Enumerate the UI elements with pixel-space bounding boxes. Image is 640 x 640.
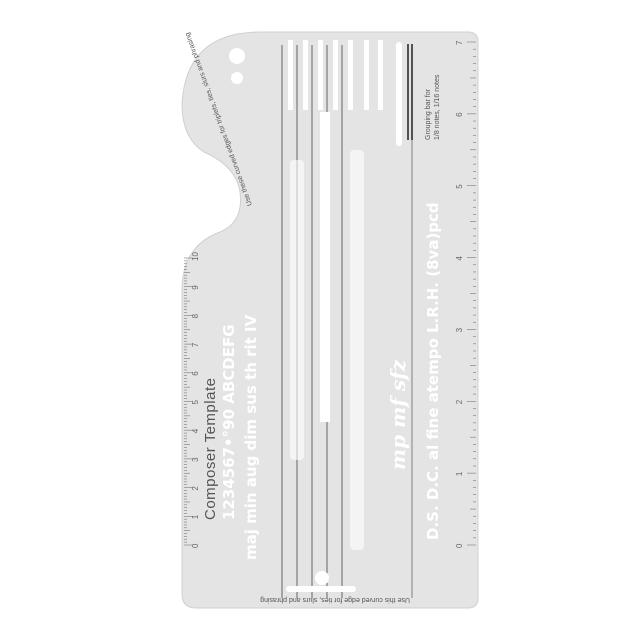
ruler-number: 7 [455,40,464,45]
ruler-number: 4 [191,428,200,433]
ruler-number: 10 [191,252,200,261]
ruler-number: 4 [455,256,464,261]
ruler-number: 5 [455,184,464,189]
ruler-number: 5 [191,400,200,405]
ruler-number: 6 [191,371,200,376]
stencil-terms: D.S. D.C. al fine atempo L.R.H. (8va)pcd [424,202,442,540]
stencil-chords: maj min aug dim sus th rit IV [242,314,260,560]
grouping-bar-label-1: Grouping bar for [425,88,432,140]
ruler-number: 0 [455,543,464,548]
ruler-number: 1 [455,471,464,476]
template-title: Composer Template [202,378,219,520]
right-ruler: 0 1 2 3 4 5 6 7 [455,40,476,548]
ruler-number: 1 [191,514,200,519]
ruler-number: 8 [191,313,200,318]
left-ruler: 0 1 2 3 4 5 6 7 8 9 10 [184,252,200,548]
ruler-number: 2 [191,486,200,491]
grouping-bar-label-2: 1/8 notes, 1/16 notes [434,74,441,140]
ruler-number: 3 [191,457,200,462]
curved-edge-note: Use this curved edge for ties, slurs and… [260,596,410,603]
ruler-number: 6 [455,112,464,117]
stencil-dynamics: mp mf sfz [386,359,410,470]
ruler-number: 3 [455,327,464,332]
ruler-number: 0 [191,543,200,548]
ruler-number: 9 [191,285,200,290]
ruler-number: 2 [455,399,464,404]
grouping-bar [407,44,413,140]
ruler-number: 7 [191,342,200,347]
cutouts [229,40,402,592]
stencil-numbers-letters: 1234567•°90 ABCDEFG [220,324,238,520]
